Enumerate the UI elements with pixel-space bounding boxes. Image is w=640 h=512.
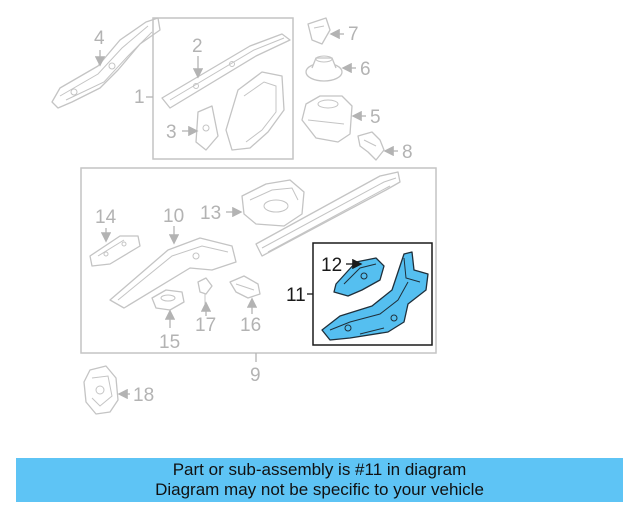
part-7-clip (307, 17, 331, 45)
callout-12: 12 (321, 255, 342, 276)
callout-1: 1 (134, 87, 145, 108)
part-3-bracket (195, 105, 219, 151)
part-16-bracket (229, 275, 261, 299)
callout-11: 11 (286, 285, 306, 306)
group-box-part-1 (152, 17, 294, 160)
part-13-box-section (241, 179, 305, 227)
banner-line-1: Part or sub-assembly is #11 in diagram (172, 460, 467, 479)
callout-16: 16 (240, 315, 261, 336)
part-6-mount (305, 55, 343, 82)
callout-15: 15 (159, 332, 180, 353)
callout-3: 3 (166, 122, 177, 143)
part-18-lower-bracket (83, 365, 119, 415)
part-15-cup-bracket (151, 289, 185, 311)
callout-17: 17 (195, 315, 216, 336)
part-11-highlighted-assembly (321, 251, 429, 341)
part-17-bolt (197, 277, 213, 304)
info-banner: Part or sub-assembly is #11 in diagram D… (16, 458, 623, 502)
banner-line-2: Diagram may not be specific to your vehi… (155, 480, 484, 499)
callout-9: 9 (250, 365, 261, 386)
part-5-strut-tower (301, 95, 353, 143)
callout-5: 5 (370, 107, 381, 128)
part-9-side-rail (255, 171, 401, 257)
callout-10: 10 (163, 206, 184, 227)
callout-18: 18 (133, 385, 154, 406)
callout-8: 8 (402, 142, 413, 163)
part-2-upper-rail (161, 33, 291, 109)
callout-4: 4 (94, 28, 105, 49)
callout-6: 6 (360, 59, 371, 80)
part-8-bracket (357, 131, 385, 161)
callout-14: 14 (95, 207, 117, 228)
callout-7: 7 (348, 24, 359, 45)
callout-2: 2 (192, 36, 203, 57)
part-10-front-rail (109, 237, 237, 309)
part-1-wheelhouse-panel (225, 71, 285, 151)
group-box-part-9 (80, 167, 437, 354)
part-14-plate (89, 235, 141, 267)
callout-13: 13 (200, 203, 221, 224)
